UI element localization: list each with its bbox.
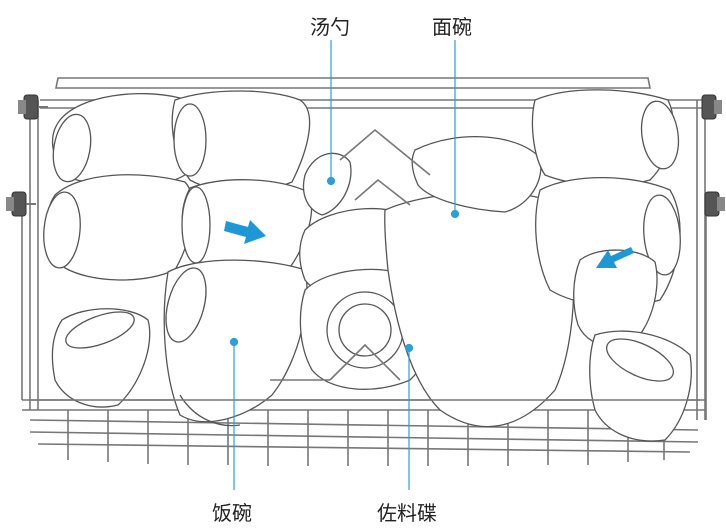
dishes	[43, 89, 692, 442]
noodle-bowl-rim	[411, 136, 542, 213]
arrow-down-left-icon	[596, 247, 634, 268]
label-side-dish-plate: 佐料碟	[377, 501, 437, 525]
rack-wheel-top-right	[701, 94, 722, 120]
callout-dot-side-dish	[404, 343, 414, 353]
bowl-right-1	[531, 89, 674, 187]
callout-dot-noodle-bowl	[450, 209, 460, 219]
arrow-right-icon	[224, 220, 266, 244]
soup-spoon	[302, 152, 352, 216]
callout-dot-spoon	[326, 176, 336, 186]
rack-front-wires	[30, 128, 700, 401]
callout-dot-rice-bowl	[229, 337, 239, 347]
label-noodle-bowl: 面碗	[432, 15, 472, 39]
label-spoon: 汤勺	[310, 15, 350, 39]
callouts	[229, 40, 460, 490]
rack-wheel-mid-left	[6, 191, 36, 217]
rack-wheel-top-left	[18, 94, 48, 120]
rack-wheel-mid-right	[704, 191, 725, 217]
label-rice-bowl: 饭碗	[212, 501, 252, 525]
